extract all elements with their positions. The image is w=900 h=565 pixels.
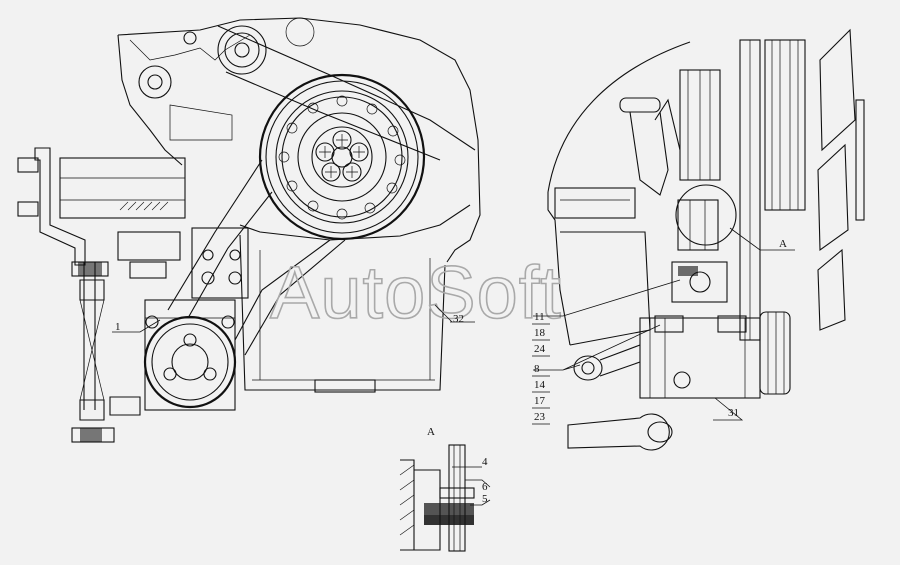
- detail-a: [399, 444, 475, 552]
- callout-5: 5: [482, 493, 488, 505]
- callout-14: 14: [534, 379, 546, 391]
- callout-24: 24: [534, 343, 546, 355]
- callout-17: 17: [534, 395, 546, 407]
- callout-8: 8: [534, 363, 540, 375]
- callout-18: 18: [534, 327, 546, 339]
- callout-11: 11: [534, 311, 545, 323]
- watermark-text: AutoSoft: [270, 251, 562, 334]
- callout-32: 32: [453, 313, 464, 325]
- view-label-a: A: [779, 238, 787, 250]
- engine-front-view: [17, 17, 481, 443]
- callout-23: 23: [534, 411, 546, 423]
- pulley-bolt-ring: [278, 95, 406, 220]
- leader-lines: [112, 227, 795, 506]
- callout-4: 4: [482, 456, 488, 468]
- detail-a-title: A: [427, 426, 435, 438]
- callout-31: 31: [728, 407, 739, 419]
- bracket-hatch: [119, 201, 169, 211]
- callout-1: 1: [115, 321, 121, 333]
- callout-6: 6: [482, 481, 488, 493]
- engine-side-view: [547, 28, 865, 451]
